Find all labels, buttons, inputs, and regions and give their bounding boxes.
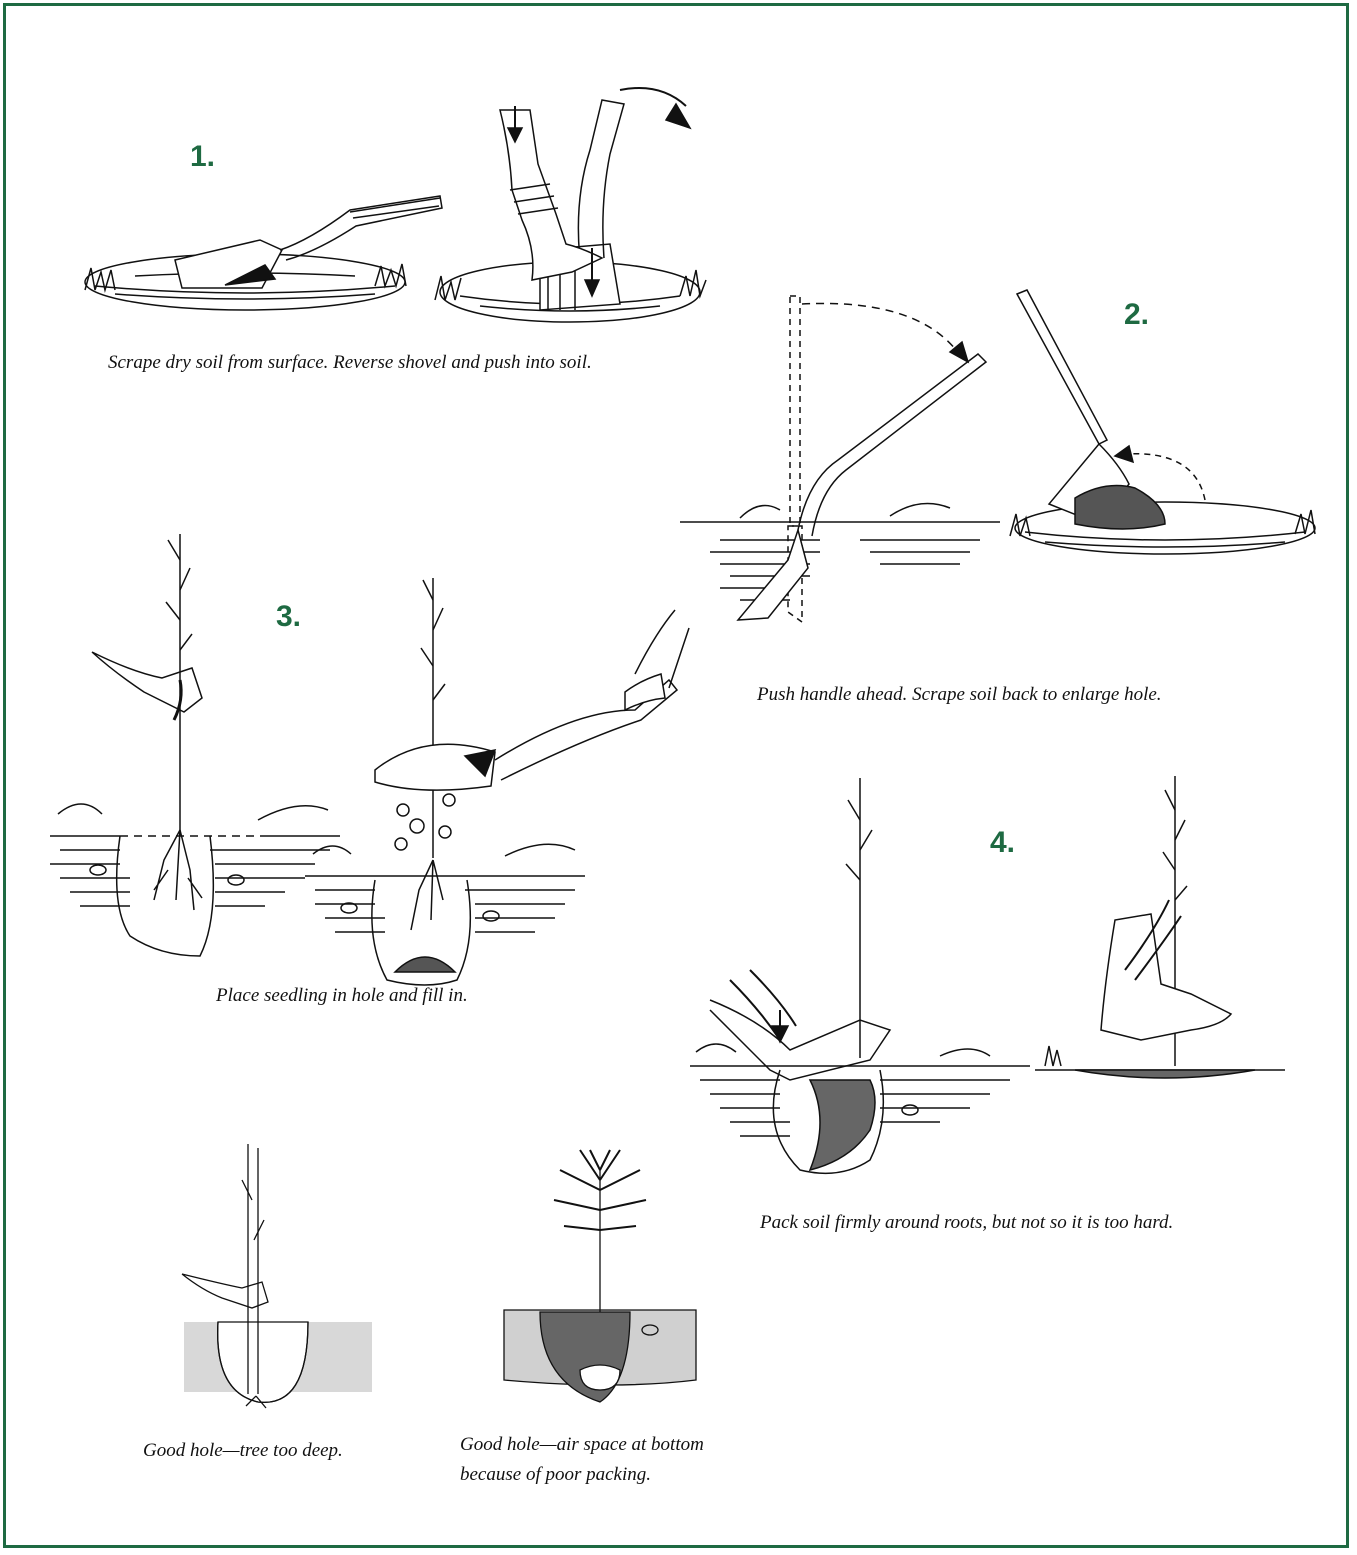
step-2-lever-illustration (680, 290, 1000, 640)
example-2-caption-line-1: Good hole—air space at bottom (460, 1434, 704, 1456)
step-3-caption: Place seedling in hole and fill in. (216, 985, 468, 1007)
step-4-pack-soil-illustration (690, 770, 1030, 1180)
step-1-number: 1. (190, 140, 215, 174)
step-1-scrape-illustration (75, 190, 445, 330)
example-air-space-illustration (500, 1150, 700, 1420)
step-3-place-seedling-illustration (50, 530, 340, 960)
example-2-caption-line-2: because of poor packing. (460, 1464, 651, 1486)
step-1-caption: Scrape dry soil from surface. Reverse sh… (108, 352, 592, 374)
step-2-caption: Push handle ahead. Scrape soil back to e… (757, 684, 1162, 706)
step-4-caption: Pack soil firmly around roots, but not s… (760, 1212, 1173, 1234)
example-tree-too-deep-illustration (178, 1140, 378, 1430)
step-4-packed-seedling-illustration (1035, 770, 1295, 1090)
step-2-scrape-back-illustration (1005, 290, 1325, 570)
example-1-caption: Good hole—tree too deep. (143, 1440, 343, 1462)
step-3-fill-in-illustration (305, 570, 705, 990)
